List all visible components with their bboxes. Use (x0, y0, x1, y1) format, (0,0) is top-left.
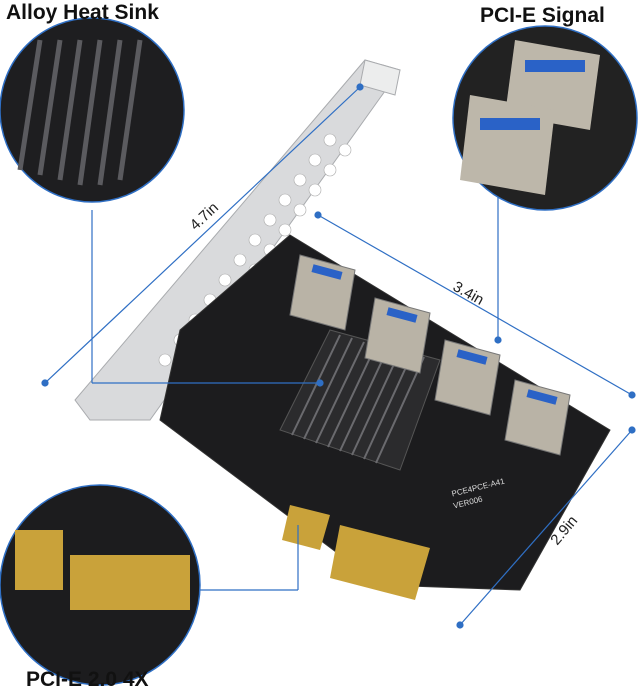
pcie-gold-fingers (282, 505, 430, 600)
heat-sink-label: Alloy Heat Sink (6, 1, 159, 24)
dimension-lines (41, 83, 636, 629)
pcie-interface-label: PCI-E 2.0 4X (26, 668, 149, 691)
callout-heat-sink (0, 17, 185, 203)
pci-e-signal-label: PCI-E Signal (480, 4, 605, 27)
usb-port (289, 254, 356, 331)
usb-port (364, 297, 431, 374)
usb-ports (289, 254, 571, 456)
callout-pcie-interface (0, 484, 201, 686)
usb-port (434, 339, 501, 416)
usb-port (504, 379, 571, 456)
callout-pci-e-signal (452, 25, 638, 211)
